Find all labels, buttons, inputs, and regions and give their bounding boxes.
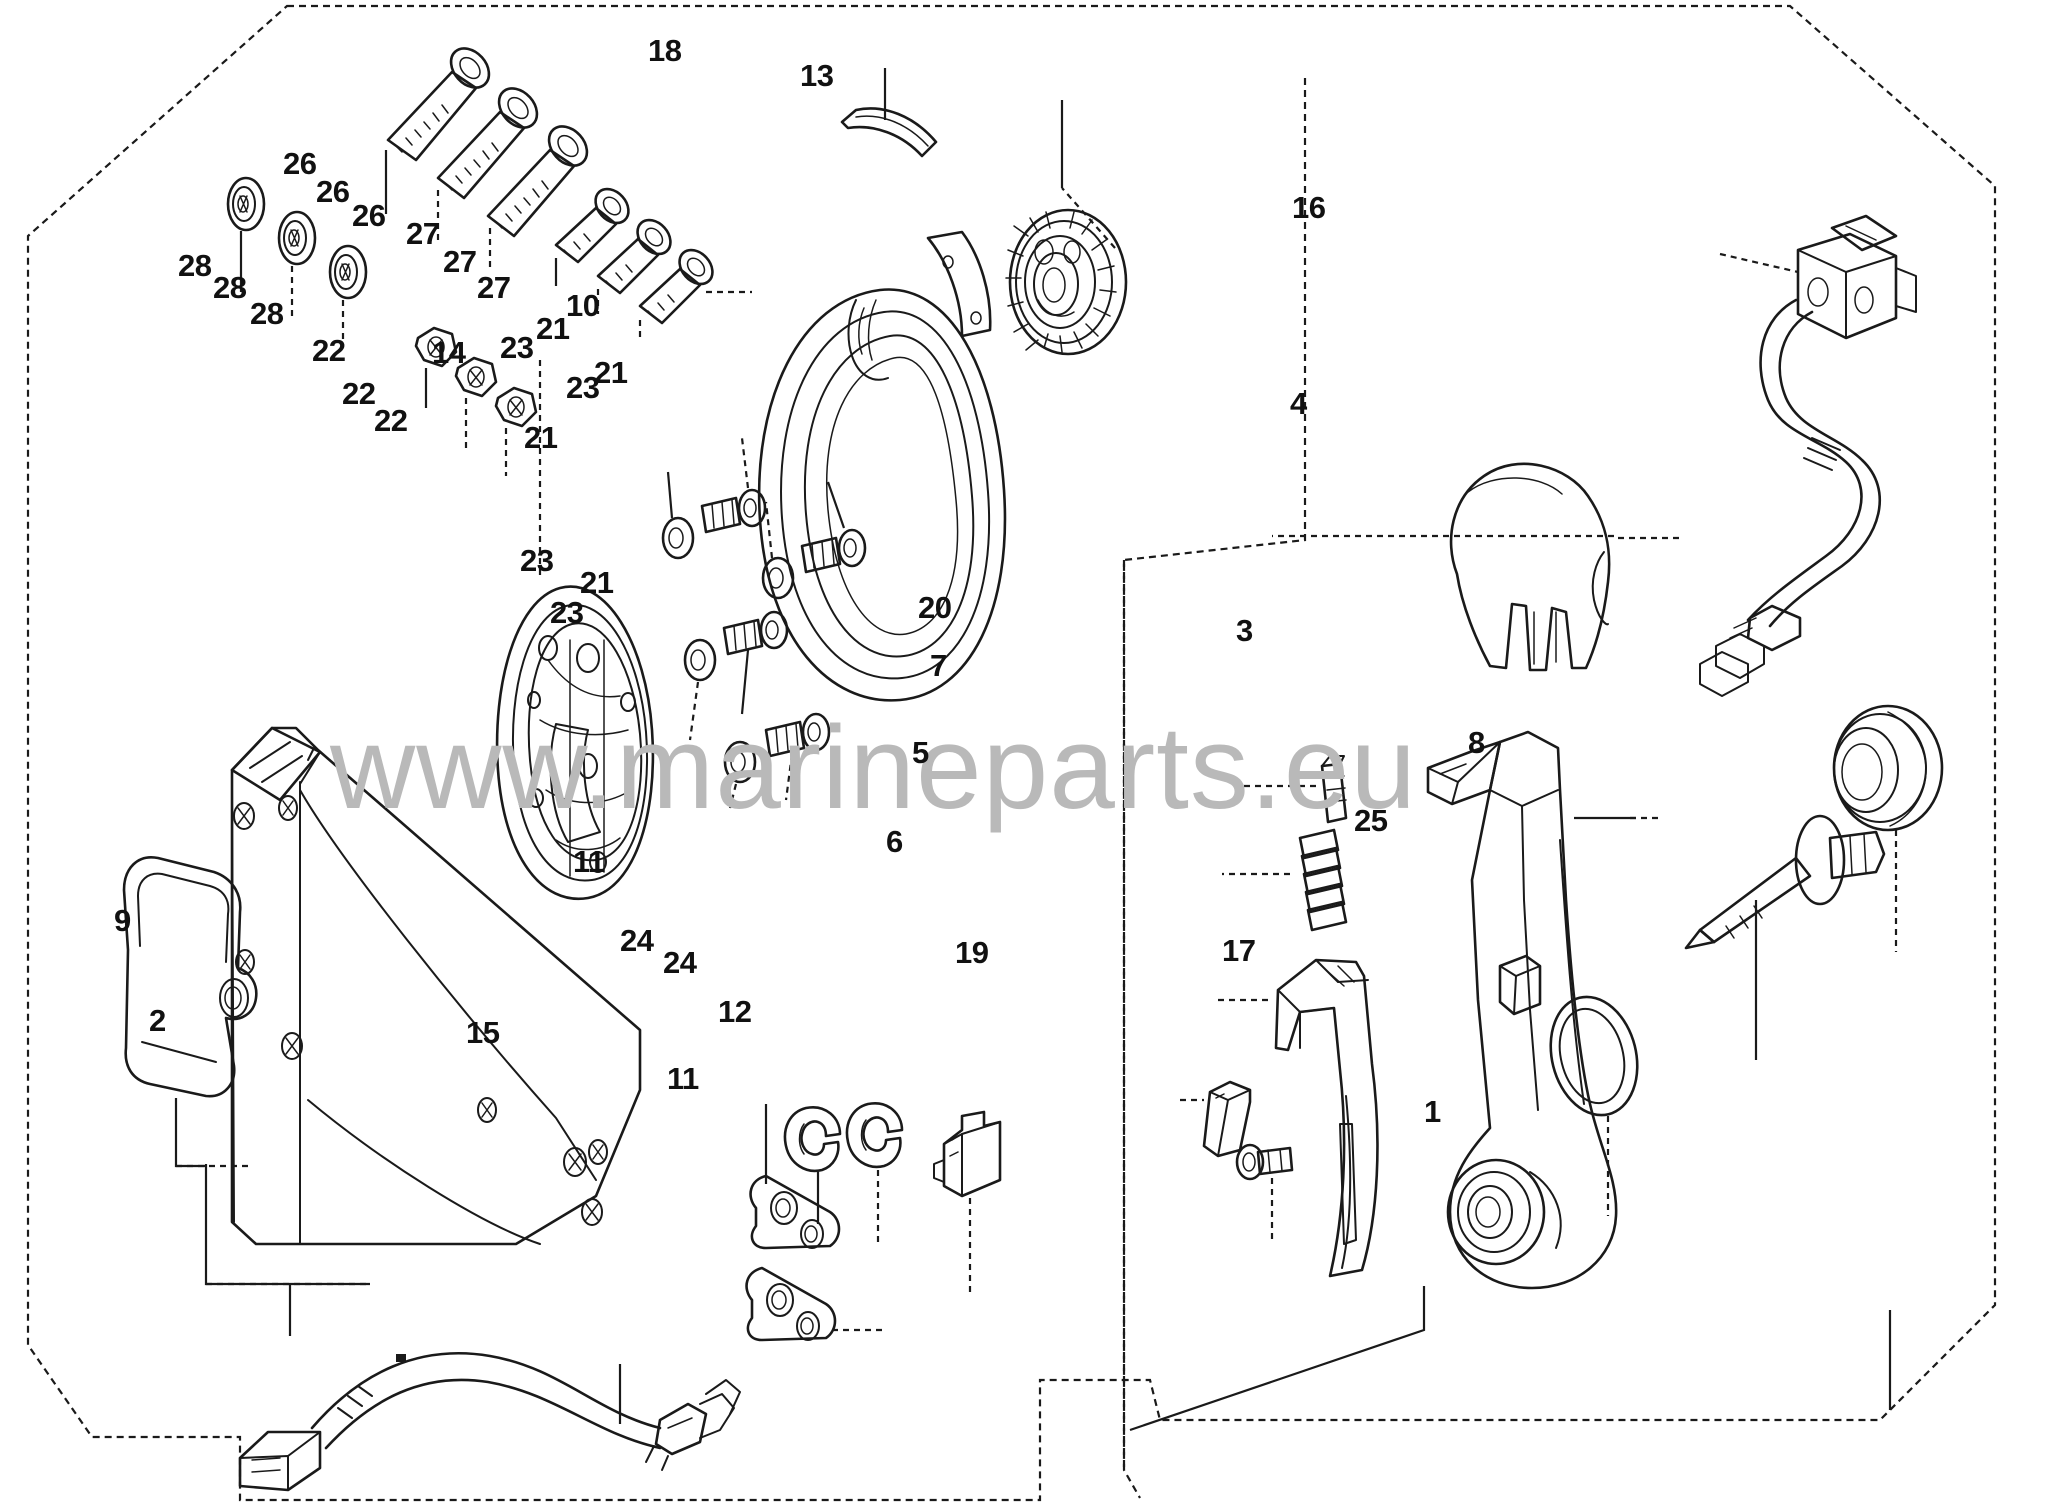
callout-washer-small-23: 23 [566, 370, 600, 405]
bolt-27-group [554, 187, 714, 342]
washer-28-c [328, 244, 368, 344]
callout-washer-28: 28 [213, 270, 247, 305]
callout-washer-small-23: 23 [550, 595, 584, 630]
callout-washer-small-23: 23 [520, 543, 554, 578]
screw-21-c [722, 610, 789, 715]
washer-28-b [277, 210, 317, 318]
washer-23-c [683, 638, 717, 741]
bolt-27-b [596, 218, 672, 314]
callout-screw-21: 21 [536, 311, 570, 346]
callout-bolt-long-26: 26 [316, 174, 350, 209]
callout-screw-small-19: 19 [955, 935, 989, 970]
cover-ring-10 [706, 288, 1007, 702]
o-ring-17 [1549, 995, 1639, 1216]
callout-screw-21: 21 [594, 355, 628, 390]
cable-clamp-11-a [749, 1104, 841, 1250]
grommet-seal-8 [1832, 704, 1944, 952]
callout-detent-arm-5: 5 [912, 735, 929, 770]
callout-screw-21: 21 [580, 565, 614, 600]
screw-small-19 [1235, 1143, 1294, 1240]
callout-washer-28: 28 [250, 296, 284, 331]
detent-ratchet-wheel-13 [1005, 100, 1128, 356]
callout-neutral-switch-assembly-16: 16 [1292, 190, 1326, 225]
screw-21-b [800, 481, 867, 574]
control-case-panel-2 [204, 726, 642, 1336]
callout-trim-tab-strip-18: 18 [648, 33, 682, 68]
callout-e-clip-24: 24 [663, 945, 697, 980]
callout-lock-nut-22: 22 [374, 403, 408, 438]
callout-pin-20: 20 [918, 590, 952, 625]
locknut-22-group [414, 326, 538, 476]
bolt-26-c [486, 125, 589, 268]
bolt-26-a [384, 47, 491, 214]
callout-washer-28: 28 [178, 248, 212, 283]
pin-20 [1240, 755, 1348, 824]
e-clip-24-a [783, 1106, 842, 1224]
screw-21-a [700, 437, 767, 534]
detent-base-plate-14 [495, 360, 655, 901]
neutral-switch-16 [1699, 214, 1917, 697]
screw-21-d [764, 712, 831, 801]
callout-control-assembly-1: 1 [1424, 1094, 1441, 1129]
group-boundary-outer [26, 4, 1997, 1502]
washer-28-a [226, 176, 266, 292]
washer-28-group [226, 176, 368, 344]
callout-cover-ring-10: 10 [566, 288, 600, 323]
detent-roller-6 [1180, 1080, 1252, 1158]
callout-lock-nut-22: 22 [312, 333, 346, 368]
callout-bolt-short-27: 27 [477, 270, 511, 305]
bolt-27-c [638, 248, 714, 342]
callout-grommet-seal-8: 8 [1468, 725, 1485, 760]
washer-23-d [723, 740, 757, 809]
callout-bolt-long-26: 26 [352, 198, 386, 233]
friction-strip-18 [840, 68, 938, 158]
callout-pivot-shaft-bolt-25: 25 [1354, 803, 1388, 838]
callout-screw-21: 21 [524, 420, 558, 455]
detent-spring-7 [1222, 828, 1348, 932]
washer-23-a [661, 471, 695, 560]
callout-cable-clamp-11: 11 [667, 1061, 699, 1096]
callout-lock-nut-22: 22 [342, 376, 376, 411]
detent-arm-5 [1218, 958, 1379, 1278]
callout-o-ring-17: 17 [1222, 933, 1256, 968]
callout-washer-small-23: 23 [500, 330, 534, 365]
screw-washer-cluster [661, 437, 867, 809]
callout-wire-harness-15: 15 [466, 1015, 500, 1050]
gasket-9 [122, 856, 258, 1168]
small-plate [926, 230, 992, 338]
control-lever-3 [1129, 730, 1662, 1432]
callout-bolt-long-26: 26 [283, 146, 317, 181]
cable-clamp-11-b [745, 1266, 886, 1342]
locknut-22-b [454, 356, 498, 448]
callout-cable-bushing-12: 12 [718, 994, 752, 1029]
pivot-shaft-bolt-25 [1684, 814, 1886, 1060]
handle-grip-4 [1272, 462, 1680, 672]
callout-e-clip-24: 24 [620, 923, 654, 958]
callout-control-lever-3: 3 [1236, 613, 1253, 648]
callout-detent-base-plate-14: 14 [432, 335, 466, 370]
callout-control-case-panel-2: 2 [149, 1003, 166, 1038]
e-clip-24-b [845, 1102, 904, 1246]
cable-bushing-12 [933, 1110, 1002, 1296]
wire-harness-15 [238, 1352, 741, 1492]
locknut-22-a [414, 326, 458, 408]
callout-detent-spring-7: 7 [930, 648, 947, 683]
callout-detent-roller-6: 6 [886, 824, 903, 859]
callout-detent-ratchet-wheel-13: 13 [800, 58, 834, 93]
callout-bolt-short-27: 27 [406, 216, 440, 251]
locknut-22-c [494, 386, 538, 476]
callout-bolt-short-27: 27 [443, 244, 477, 279]
callout-cable-clamp-11: 11 [573, 844, 605, 879]
bolt-26-group [384, 47, 589, 268]
group-boundary-inner [1122, 78, 1307, 1499]
washer-23-b [761, 501, 795, 600]
bolt-26-b [436, 87, 539, 242]
bolt-27-a [554, 187, 630, 286]
callout-handle-grip-4: 4 [1290, 386, 1307, 421]
callout-gasket-9: 9 [114, 903, 131, 938]
